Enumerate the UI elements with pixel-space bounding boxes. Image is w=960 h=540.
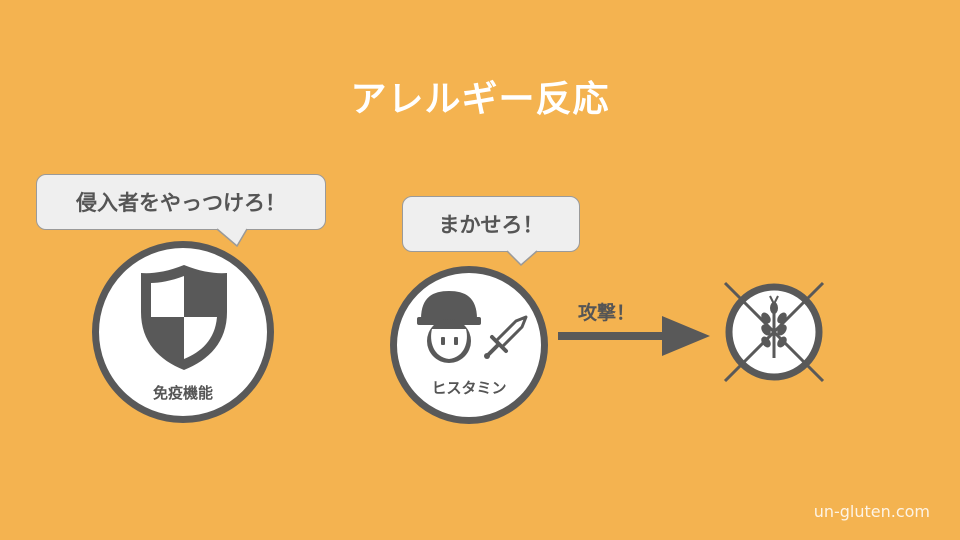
wheat-crossed-out-icon	[723, 281, 825, 383]
footer-site-name: un-gluten.com	[813, 502, 930, 521]
immune-label: 免疫機能	[152, 384, 213, 402]
immune-speech-bubble: 侵入者をやっつけろ！	[36, 174, 326, 248]
histamine-node: ヒスタミン	[390, 266, 548, 424]
immune-speech-text: 侵入者をやっつけろ！	[76, 191, 286, 215]
attack-label: 攻撃！	[578, 302, 636, 324]
mushroom-face-icon	[417, 291, 481, 363]
bubble-tail	[216, 228, 248, 248]
immune-system-node: 免疫機能	[92, 241, 274, 423]
histamine-speech-text: まかせろ！	[438, 213, 544, 237]
bubble-tail	[506, 250, 538, 267]
shield-icon	[141, 265, 227, 370]
histamine-label: ヒスタミン	[431, 379, 507, 397]
page-title: アレルギー反応	[350, 79, 610, 120]
histamine-speech-bubble: まかせろ！	[402, 196, 580, 267]
attack-arrow	[558, 316, 710, 356]
sword-icon	[484, 315, 528, 359]
